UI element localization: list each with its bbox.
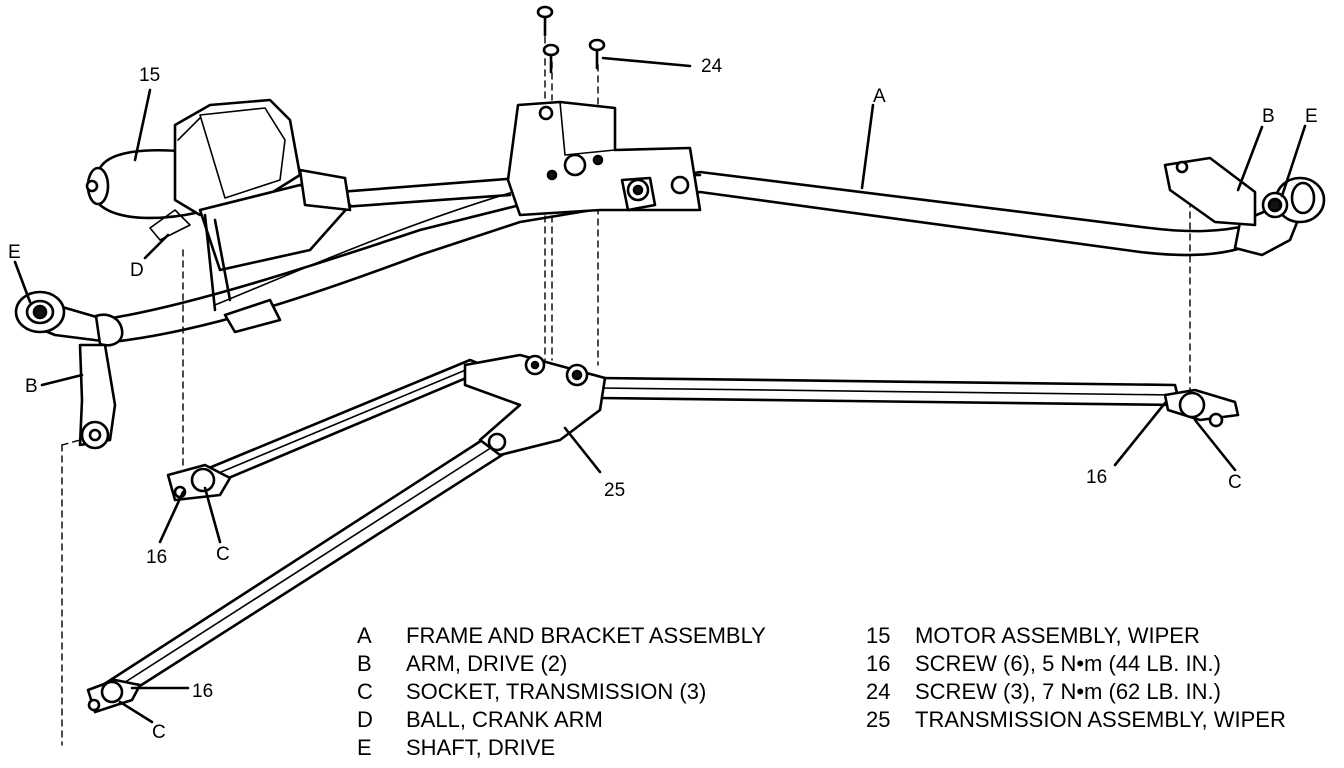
legend-item: A FRAME AND BRACKET ASSEMBLY xyxy=(357,622,766,650)
legend-item: B ARM, DRIVE (2) xyxy=(357,650,766,678)
callout-frame: A xyxy=(873,86,886,107)
frame-bracket-assembly xyxy=(14,100,1326,347)
callout-shaft-left: E xyxy=(8,242,21,263)
callout-screw-bottom: 16 xyxy=(192,681,213,702)
legend-item: 15 MOTOR ASSEMBLY, WIPER xyxy=(866,622,1286,650)
legend-text: SCREW (6), 5 N•m (44 LB. IN.) xyxy=(915,651,1221,676)
drive-arm-left xyxy=(78,343,117,450)
legend-code: 24 xyxy=(866,679,891,704)
legend-item: D BALL, CRANK ARM xyxy=(357,706,766,734)
legend-text: BALL, CRANK ARM xyxy=(406,707,603,732)
legend-text: TRANSMISSION ASSEMBLY, WIPER xyxy=(915,707,1286,732)
callout-screw-right: 16 xyxy=(1086,467,1107,488)
legend-code: 16 xyxy=(866,651,891,676)
leader-lines xyxy=(13,56,1307,724)
callout-socket-right: C xyxy=(1228,472,1242,493)
legend-text: SHAFT, DRIVE xyxy=(406,735,556,760)
legend-item: C SOCKET, TRANSMISSION (3) xyxy=(357,678,766,706)
screws-top xyxy=(536,5,606,74)
legend-code: A xyxy=(357,623,372,648)
callout-ball: D xyxy=(130,260,144,281)
callout-screw-top: 24 xyxy=(701,56,723,77)
legend-left: A FRAME AND BRACKET ASSEMBLY B ARM, DRIVE … xyxy=(357,622,766,762)
legend-code: 25 xyxy=(866,707,891,732)
callout-transmission: 25 xyxy=(604,480,625,501)
legend-item: 25 TRANSMISSION ASSEMBLY, WIPER xyxy=(866,706,1286,734)
legend-code: 15 xyxy=(866,623,891,648)
legend-text: SOCKET, TRANSMISSION (3) xyxy=(406,679,707,704)
callout-labels: 15 24 A B E E D B 25 16 C 16 C 16 C xyxy=(8,56,1318,743)
legend-text: FRAME AND BRACKET ASSEMBLY xyxy=(406,623,766,648)
legend-code: B xyxy=(357,651,372,676)
drive-arm-right xyxy=(1163,156,1257,227)
transmission-assembly xyxy=(86,353,1240,714)
legend-text: MOTOR ASSEMBLY, WIPER xyxy=(915,623,1200,648)
callout-motor: 15 xyxy=(139,65,160,86)
callout-arm-right: B xyxy=(1262,106,1275,127)
legend-item: E SHAFT, DRIVE xyxy=(357,734,766,762)
legend-code: E xyxy=(357,735,372,760)
callout-arm-left: B xyxy=(25,376,38,397)
legend-code: D xyxy=(357,707,373,732)
callout-shaft-right: E xyxy=(1305,106,1318,127)
wiper-motor xyxy=(85,98,352,312)
legend-code: C xyxy=(357,679,373,704)
legend-right: 15 MOTOR ASSEMBLY, WIPER 16 SCREW (6), 5 N… xyxy=(866,622,1286,734)
callout-screw-left: 16 xyxy=(146,547,167,568)
legend-item: 24 SCREW (3), 7 N•m (62 LB. IN.) xyxy=(866,678,1286,706)
callout-socket-bottom: C xyxy=(152,722,166,743)
legend-text: SCREW (3), 7 N•m (62 LB. IN.) xyxy=(915,679,1221,704)
callout-socket-left: C xyxy=(216,544,230,565)
legend-text: ARM, DRIVE (2) xyxy=(406,651,568,676)
legend-item: 16 SCREW (6), 5 N•m (44 LB. IN.) xyxy=(866,650,1286,678)
